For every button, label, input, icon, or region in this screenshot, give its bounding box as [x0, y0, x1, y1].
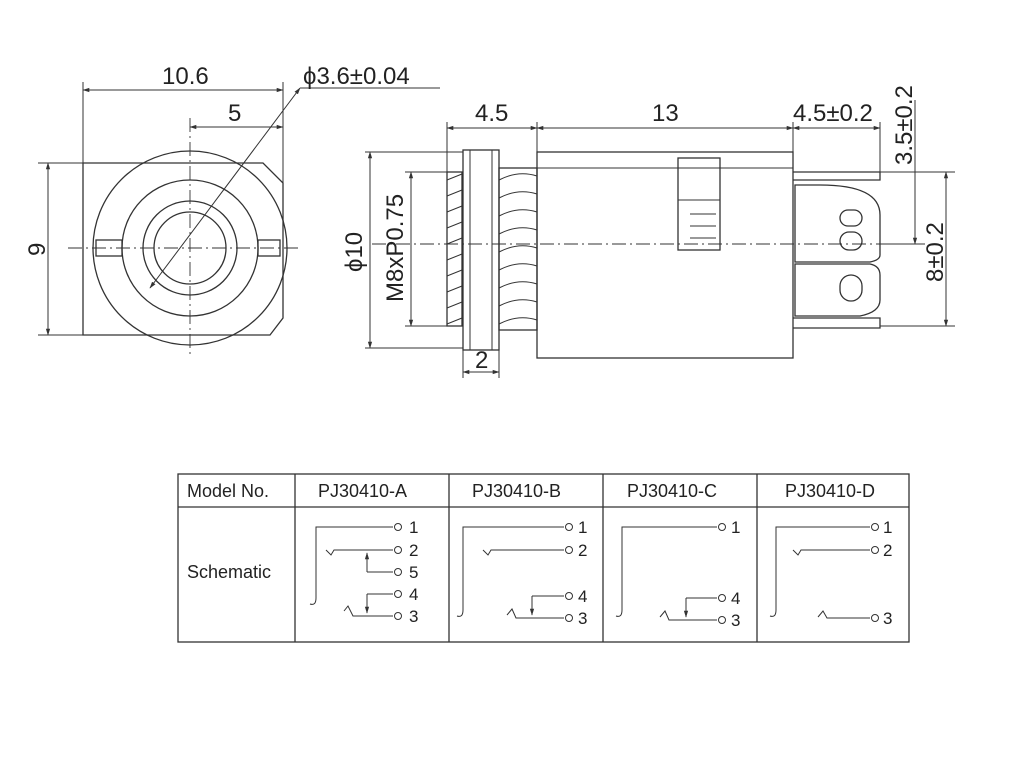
table-header-model-no: Model No.: [187, 481, 269, 501]
schematic-b-label-1: 1: [578, 518, 587, 537]
jack-body: [536, 151, 794, 359]
schematic-a-contact-3: [343, 605, 393, 617]
solder-lug-upper: [794, 184, 881, 263]
schematic-a-label-3: 3: [409, 607, 418, 626]
dim-pin-gap-label: 3.5±0.2: [891, 85, 918, 165]
dim-nut-label: 2: [475, 347, 488, 374]
schematic-c-label-1: 1: [731, 518, 740, 537]
schematic-c-contact-3: [659, 610, 717, 621]
schematic-d-tip-contact: [769, 526, 870, 617]
table-header-model-d: PJ30410-D: [785, 481, 875, 501]
schematic-d-pin-2: [871, 546, 879, 554]
schematic-a-label-1: 1: [409, 518, 418, 537]
thread-left-outline: [446, 171, 463, 327]
solder-lug-lower: [794, 263, 881, 317]
schematic-b-pin-2: [565, 546, 573, 554]
schematic-a-label-4: 4: [409, 585, 418, 604]
dim-width-label: 10.6: [162, 63, 209, 90]
thread-left-hatch: [446, 173, 463, 325]
schematic-b-label-2: 2: [578, 541, 587, 560]
table-header-model-a: PJ30410-A: [318, 481, 407, 501]
model-table: Model No. PJ30410-A PJ30410-B PJ30410-C …: [177, 473, 910, 643]
hole-diameter-leader: [149, 87, 301, 289]
schematic-a-pin-5: [394, 568, 402, 576]
schematic-b-pin-4: [565, 592, 573, 600]
dim-body-label: 13: [652, 100, 679, 127]
schematic-b-label-4: 4: [578, 587, 587, 606]
lug-slot-mid: [839, 231, 863, 251]
schematic-a-pin-2: [394, 546, 402, 554]
pin-top: [793, 171, 881, 181]
schematic-d-contact-2: [792, 549, 870, 556]
schematic-c-pin-3: [718, 616, 726, 624]
table-header-model-b: PJ30410-B: [472, 481, 561, 501]
schematic-b-contact-3: [506, 608, 564, 619]
schematic-c-pin-4: [718, 594, 726, 602]
schematic-d: 1 2 3: [769, 518, 892, 628]
schematic-a-pin-1: [394, 523, 402, 531]
schematic-b-pin-1: [565, 523, 573, 531]
table-row-label-schematic: Schematic: [187, 562, 271, 582]
schematic-a-pin-4: [394, 590, 402, 598]
schematic-b-contact-2: [482, 549, 564, 556]
schematic-a-pin-3: [394, 612, 402, 620]
front-view: 10.6 5 ϕ3.6±0.04 9: [24, 63, 440, 355]
schematic-b-pin-3: [565, 614, 573, 622]
table-header-model-c: PJ30410-C: [627, 481, 717, 501]
dim-flange-label: 4.5: [475, 100, 508, 127]
schematic-c-tip-contact: [615, 526, 717, 617]
schematic-a-label-2: 2: [409, 541, 418, 560]
schematic-c-label-4: 4: [731, 589, 740, 608]
schematic-a: 1 2 5 4 3: [309, 518, 418, 626]
dim-pins-label: 4.5±0.2: [793, 100, 873, 127]
pin-bottom: [793, 317, 881, 329]
schematic-b: 1 2 4 3: [456, 518, 587, 628]
dim-pin-pitch-label: 8±0.2: [922, 222, 949, 282]
dim-half-label: 5: [228, 100, 241, 127]
schematic-d-contact-3: [817, 610, 870, 619]
body-latch: [677, 157, 721, 251]
schematic-d-label-3: 3: [883, 609, 892, 628]
lug-slot-lower: [839, 274, 863, 302]
schematic-d-pin-3: [871, 614, 879, 622]
schematic-d-label-1: 1: [883, 518, 892, 537]
dim-thread-label: M8xP0.75: [382, 194, 409, 302]
side-view: 4.5 13 4.5±0.2 3.5±0.2 8±0.2 ϕ10 M8xP0.7…: [341, 85, 955, 378]
table-border: [177, 473, 910, 643]
schematic-c-pin-1: [718, 523, 726, 531]
schematic-d-label-2: 2: [883, 541, 892, 560]
thread-right-hatch: [498, 173, 538, 325]
schematic-d-pin-1: [871, 523, 879, 531]
dim-diameter-label: ϕ10: [341, 232, 368, 272]
schematic-c: 1 4 3: [615, 518, 740, 630]
schematic-a-tip-contact: [309, 526, 393, 605]
hex-nut: [462, 149, 500, 351]
schematic-c-label-3: 3: [731, 611, 740, 630]
dim-hole-label: ϕ3.6±0.04: [303, 63, 410, 90]
dim-height-label: 9: [24, 243, 51, 256]
lug-slot-upper: [839, 209, 863, 227]
schematic-a-contact-2: [325, 549, 393, 556]
schematic-b-label-3: 3: [578, 609, 587, 628]
schematic-b-tip-contact: [456, 526, 564, 617]
schematic-a-label-5: 5: [409, 563, 418, 582]
